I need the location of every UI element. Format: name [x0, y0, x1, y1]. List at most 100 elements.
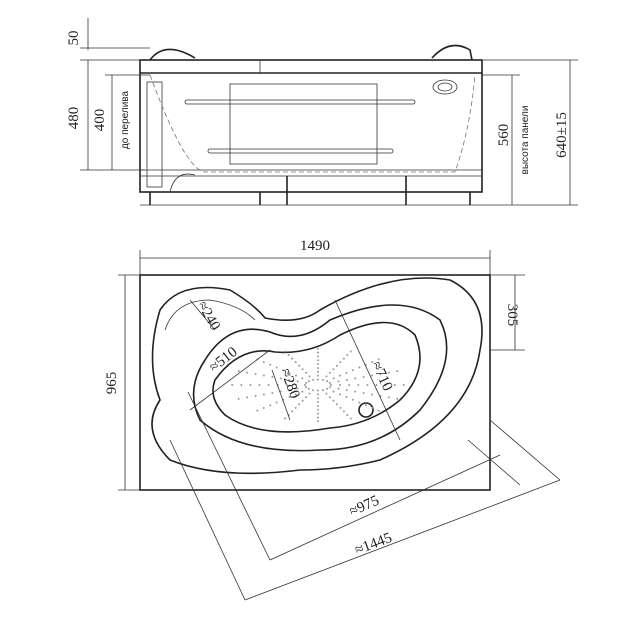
jet-dot — [326, 380, 329, 383]
jet-dot — [304, 381, 307, 384]
tub-outline — [139, 274, 491, 491]
jet-dot — [325, 375, 328, 378]
jet-dot — [304, 386, 307, 389]
jet-dot — [237, 397, 240, 400]
jet-dot — [262, 374, 265, 377]
jet-dot — [351, 369, 354, 372]
jet-dot — [279, 377, 282, 380]
jet-dot — [267, 384, 270, 386]
jet-dot — [298, 364, 301, 367]
jet-dot — [366, 384, 369, 386]
jet-dot — [246, 396, 249, 399]
jet-dot — [339, 361, 342, 364]
jet-dot — [262, 393, 265, 396]
jet-dot — [330, 384, 332, 386]
jet-dot — [349, 417, 352, 420]
support-rail-top — [184, 99, 416, 105]
jet-dot — [294, 361, 297, 364]
tub-rim — [151, 277, 483, 475]
dim-inner-length: ≈975 — [347, 493, 382, 520]
jet-dot — [332, 399, 335, 402]
tub-basin — [192, 304, 448, 452]
side-panel — [146, 81, 163, 188]
jet-dot — [339, 406, 342, 409]
jet-dot — [282, 369, 285, 372]
jet-dot — [326, 387, 329, 390]
jet-dot — [275, 366, 278, 369]
jet-dot — [262, 361, 265, 364]
dim-length: 1490 — [300, 238, 330, 254]
control-knob — [432, 79, 458, 95]
seat — [164, 299, 256, 331]
massage-jets — [231, 347, 405, 423]
jet-dot — [339, 393, 342, 396]
jet-dot — [317, 351, 319, 354]
jet-dot — [342, 357, 345, 360]
jet-dot — [346, 413, 349, 416]
jet-dot — [262, 406, 265, 409]
jet-dot — [335, 364, 338, 367]
jet-dot — [379, 373, 382, 376]
jet-dot — [249, 384, 252, 386]
jet-dot — [294, 393, 297, 396]
jet-dot — [307, 380, 310, 383]
jet-dot — [317, 401, 319, 404]
dim-inner-width: ≈510 — [207, 344, 241, 376]
jet-dot — [357, 384, 360, 386]
jet-dot — [317, 397, 319, 400]
jet-dot — [321, 378, 324, 381]
jet-dot — [328, 371, 331, 374]
headrest-left — [149, 48, 196, 61]
jet-dot — [294, 374, 297, 377]
jet-dot — [339, 374, 342, 377]
jet-dot — [287, 354, 290, 357]
jet-dot — [335, 403, 338, 406]
jet-dot — [246, 371, 249, 374]
jet-dot — [291, 357, 294, 360]
jet-dot — [305, 371, 308, 374]
jet-dot — [337, 380, 340, 383]
jet-dot — [321, 389, 324, 392]
tub-bottom — [212, 321, 421, 433]
jet-dot — [349, 350, 352, 353]
support-rail-bottom — [207, 148, 394, 154]
dim-headrest: 50 — [66, 31, 82, 46]
jet-dot — [317, 416, 319, 419]
jet-dot — [358, 366, 361, 369]
plan-view: 1490 965 305 ≈240 ≈510 ≈280 ≈710 ≈975 ≈1… — [104, 238, 561, 601]
jet-dot — [358, 401, 361, 404]
jet-dot — [240, 384, 243, 386]
jet-dot — [348, 384, 351, 386]
jet-dot — [396, 397, 399, 400]
jet-dot — [254, 394, 257, 397]
jet-dot — [271, 391, 274, 394]
jet-dot — [284, 417, 287, 420]
jet-dot — [332, 390, 335, 393]
jet-dot — [254, 373, 257, 376]
frame-box — [229, 83, 378, 165]
jet-dot — [296, 387, 299, 390]
jet-dot — [304, 384, 306, 386]
jet-dot — [317, 374, 319, 377]
jet-dot — [332, 377, 335, 380]
jet-dot — [346, 354, 349, 357]
tub-body — [139, 59, 483, 193]
jet-dot — [337, 387, 340, 390]
jet-dot — [317, 347, 319, 350]
jet-dot — [317, 393, 319, 396]
jet-dot — [269, 363, 272, 366]
jet-dot — [375, 384, 378, 386]
jet-dot — [396, 370, 399, 373]
drain — [358, 402, 374, 418]
jet-dot — [332, 368, 335, 371]
jet-dot — [296, 380, 299, 383]
jet-dot — [288, 371, 291, 374]
jet-dot — [317, 412, 319, 415]
jet-dot — [308, 392, 311, 395]
jet-dot — [339, 384, 342, 386]
dim-rim-height: 480 — [66, 107, 82, 130]
jet-dot — [328, 396, 331, 399]
jet-dot — [301, 390, 304, 393]
jet-dot — [284, 350, 287, 353]
